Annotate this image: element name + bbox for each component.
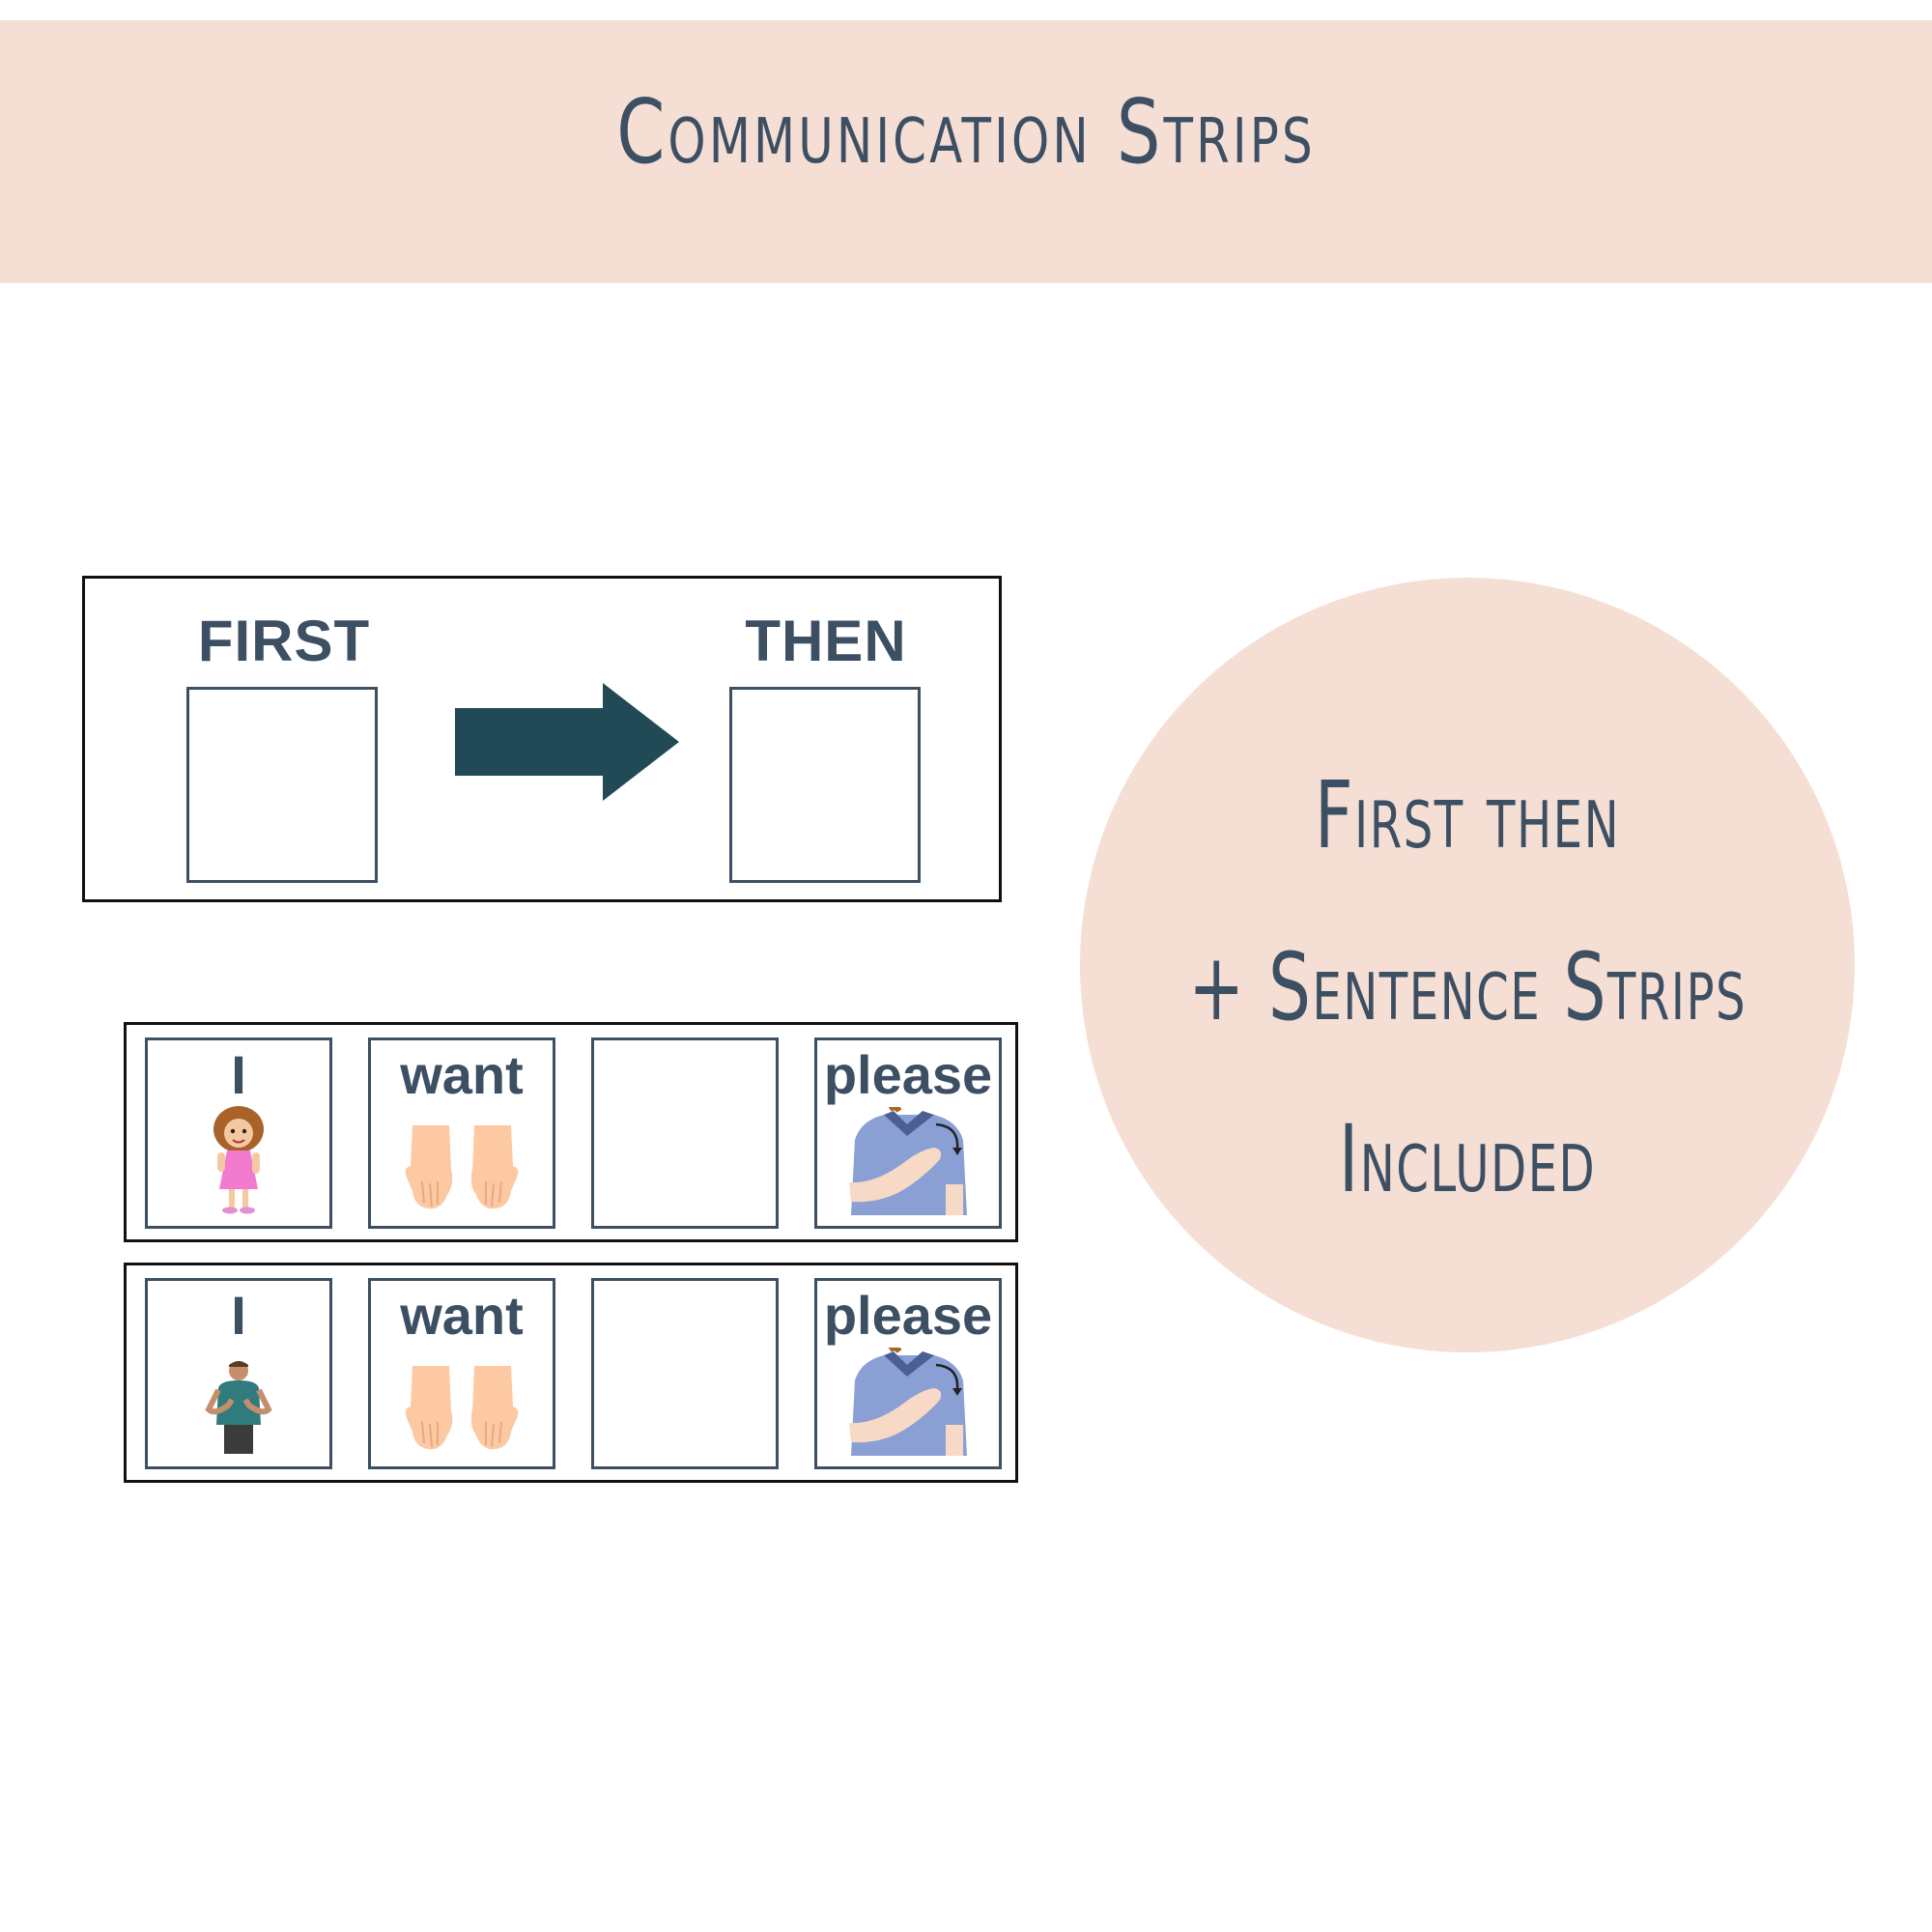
circle-line-3: Included bbox=[1338, 1105, 1597, 1213]
feature-circle: First then + Sentence Strips Included bbox=[1080, 578, 1855, 1352]
first-slot[interactable] bbox=[186, 687, 378, 883]
please-sign-icon bbox=[849, 1107, 967, 1215]
word-i: I bbox=[231, 1285, 246, 1346]
word-please: please bbox=[823, 1044, 993, 1105]
header-banner: Communication Strips bbox=[0, 20, 1932, 283]
strip-cell-please[interactable]: please bbox=[814, 1278, 1002, 1469]
strip-cell-i[interactable]: I bbox=[145, 1278, 332, 1469]
page-title: Communication Strips bbox=[616, 80, 1316, 184]
strip-cell-blank[interactable] bbox=[591, 1037, 779, 1229]
want-hands-icon bbox=[405, 1125, 519, 1209]
strip-cell-please[interactable]: please bbox=[814, 1037, 1002, 1229]
strip-cell-want[interactable]: want bbox=[368, 1037, 555, 1229]
then-label: THEN bbox=[745, 609, 907, 673]
word-please: please bbox=[823, 1285, 993, 1346]
girl-pointing-icon bbox=[213, 1106, 264, 1214]
strip-cell-i[interactable]: I bbox=[145, 1037, 332, 1229]
strip-cell-blank[interactable] bbox=[591, 1278, 779, 1469]
please-sign-icon bbox=[849, 1348, 967, 1456]
sentence-strip-2: I want please bbox=[124, 1263, 1018, 1483]
sentence-strip-1: I want bbox=[124, 1022, 1018, 1242]
strip-cell-want[interactable]: want bbox=[368, 1278, 555, 1469]
first-then-board: FIRST THEN bbox=[82, 576, 1002, 902]
arrow-right-icon bbox=[455, 683, 679, 801]
man-signing-icon bbox=[205, 1361, 272, 1454]
first-label: FIRST bbox=[197, 609, 371, 673]
word-want: want bbox=[400, 1044, 524, 1105]
want-hands-icon bbox=[405, 1366, 519, 1450]
circle-line-1: First then bbox=[1314, 761, 1621, 869]
word-want: want bbox=[400, 1285, 524, 1346]
circle-line-2: + Sentence Strips bbox=[1188, 933, 1747, 1041]
word-i: I bbox=[231, 1044, 246, 1105]
then-slot[interactable] bbox=[729, 687, 921, 883]
